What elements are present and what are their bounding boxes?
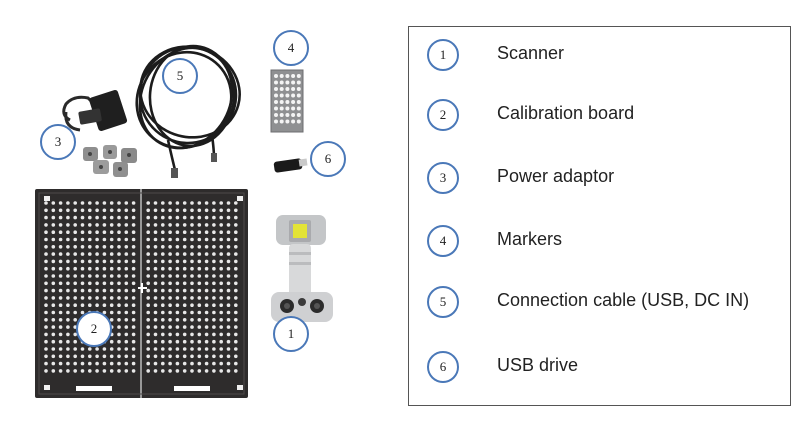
legend-number-badge: 5 (427, 286, 459, 318)
callout-cable: 5 (162, 58, 198, 94)
legend-label: USB drive (497, 355, 579, 375)
legend-number: 5 (439, 294, 447, 309)
legend-number-badge: 1 (427, 39, 459, 71)
legend-number-badge: 2 (427, 99, 459, 131)
power-adaptor-image (62, 89, 137, 177)
legend-label: Markers (497, 229, 563, 249)
usb-drive-image (273, 158, 308, 173)
connection-cable-image (135, 44, 241, 178)
callout-calibration-board: 2 (76, 311, 112, 347)
legend-item-scanner: 1 Scanner (409, 39, 790, 79)
callout-number: 1 (287, 326, 295, 341)
legend-number: 1 (439, 47, 447, 62)
callout-power-adaptor: 3 (40, 124, 76, 160)
callout-number: 6 (324, 151, 332, 166)
callout-number: 5 (176, 68, 184, 83)
legend-number: 4 (439, 233, 447, 248)
legend-label: Calibration board (497, 103, 635, 123)
legend-number-badge: 3 (427, 162, 459, 194)
legend-number: 6 (439, 359, 447, 374)
legend-number: 2 (439, 107, 447, 122)
legend-label: Power adaptor (497, 166, 615, 186)
legend-item-usb-drive: 6 USB drive (409, 351, 790, 391)
legend-item-power-adaptor: 3 Power adaptor (409, 162, 790, 202)
legend-item-calibration-board: 2 Calibration board (409, 99, 790, 139)
legend-number-badge: 4 (427, 225, 459, 257)
markers-image (270, 69, 304, 133)
callout-scanner: 1 (273, 316, 309, 352)
legend-label: Connection cable (USB, DC IN) (497, 290, 750, 310)
parts-legend: 1 Scanner 2 Calibration board 3 Power ad… (408, 26, 791, 406)
callout-markers: 4 (273, 30, 309, 66)
callout-number: 3 (54, 134, 62, 149)
legend-number: 3 (439, 170, 447, 185)
callout-number: 4 (287, 40, 295, 55)
legend-item-markers: 4 Markers (409, 225, 790, 265)
legend-label: Scanner (497, 43, 565, 63)
calibration-board-image (35, 189, 248, 398)
legend-number-badge: 6 (427, 351, 459, 383)
callout-usb-drive: 6 (310, 141, 346, 177)
scanner-image (271, 215, 333, 322)
callout-number: 2 (90, 321, 98, 336)
legend-item-cable: 5 Connection cable (USB, DC IN) (409, 286, 790, 326)
product-photo (35, 44, 333, 398)
